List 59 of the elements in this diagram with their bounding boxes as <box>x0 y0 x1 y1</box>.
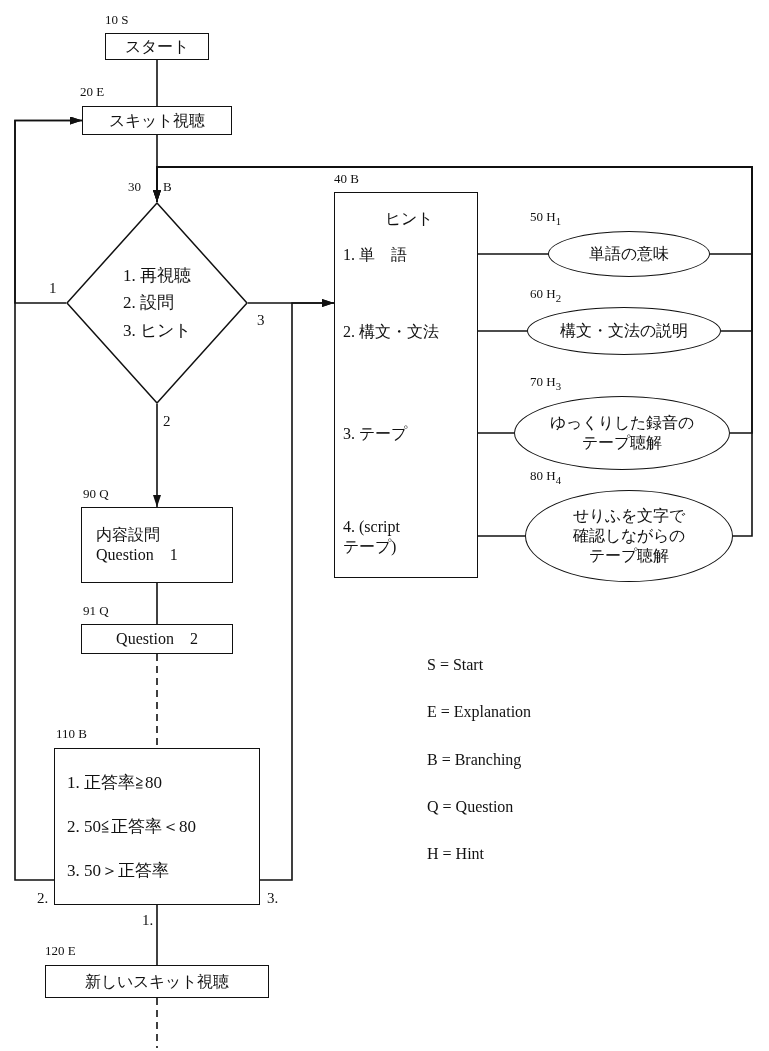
legend-note: E = Explanation <box>427 703 532 721</box>
decision-diamond <box>66 202 248 404</box>
option-text: 1. 再視聴 <box>123 265 191 287</box>
arrow <box>14 116 83 881</box>
item-text: 2. 構文・文法 <box>343 322 439 342</box>
node-text: せりふを文字で確認しながらのテープ聴解 <box>572 506 686 566</box>
node-text: 新しいスキット視聴 <box>85 971 229 992</box>
arrow <box>153 403 161 508</box>
process-box <box>105 33 209 60</box>
connector-line <box>477 535 526 537</box>
step-number: 70 H$_{3}$ <box>530 374 562 392</box>
arrow <box>153 166 753 537</box>
connector-line <box>477 253 549 255</box>
step-number: 120 E <box>45 943 76 959</box>
option-text: 3. ヒント <box>123 319 191 341</box>
step-number: 20 E <box>80 84 105 100</box>
connector-line <box>477 330 528 332</box>
legend-note: S = Start <box>427 656 484 674</box>
step-number: 91 Q <box>83 603 109 619</box>
connector-line <box>156 59 158 107</box>
process-box <box>45 965 269 998</box>
connector-line <box>156 904 158 966</box>
process-box <box>82 106 232 135</box>
node-text: スタート <box>125 36 189 57</box>
connector-line <box>477 432 515 434</box>
item-text: 1. 単 語 <box>343 245 407 265</box>
node-text: ゆっくりした録音のテープ聴解 <box>549 413 695 453</box>
condition-text: 3. 50＞正答率 <box>67 859 169 882</box>
node-text: 内容設問 <box>96 525 160 545</box>
item-text: 4. (script テープ) <box>343 517 401 557</box>
step-number: B <box>163 179 172 195</box>
arrow <box>259 299 335 881</box>
step-number: 90 Q <box>83 486 109 502</box>
connector-line <box>156 997 158 1049</box>
node-text: 構文・文法の説明 <box>560 321 688 341</box>
option-text: 2. 設問 <box>123 292 174 314</box>
legend-note: H = Hint <box>427 845 485 863</box>
heading-text: ヒント <box>385 209 433 229</box>
process-box <box>81 624 233 654</box>
process-box <box>81 507 233 583</box>
item-text: 3. テープ <box>343 424 407 444</box>
step-number: 40 B <box>334 171 359 187</box>
node-text: 単語の意味 <box>589 244 669 264</box>
step-number: 10 S <box>105 12 129 28</box>
legend-note: B = Branching <box>427 751 522 769</box>
condition-text: 1. 正答率≧80 <box>67 771 162 794</box>
node-text: Question 2 <box>116 629 198 649</box>
step-number: 60 H$_{2}$ <box>530 286 562 304</box>
legend-note: Q = Question <box>427 798 514 816</box>
node-text: スキット視聴 <box>109 110 205 131</box>
step-number: 80 H$_{4}$ <box>530 468 562 486</box>
connector-line <box>156 582 158 625</box>
branch-box <box>54 748 260 905</box>
step-number: 110 B <box>56 726 87 742</box>
step-number: 50 H$_{1}$ <box>530 209 562 227</box>
step-number: 30 <box>128 179 141 195</box>
hint-box <box>334 192 478 578</box>
node-text: Question 1 <box>96 545 178 565</box>
condition-text: 2. 50≦正答率＜80 <box>67 815 196 838</box>
